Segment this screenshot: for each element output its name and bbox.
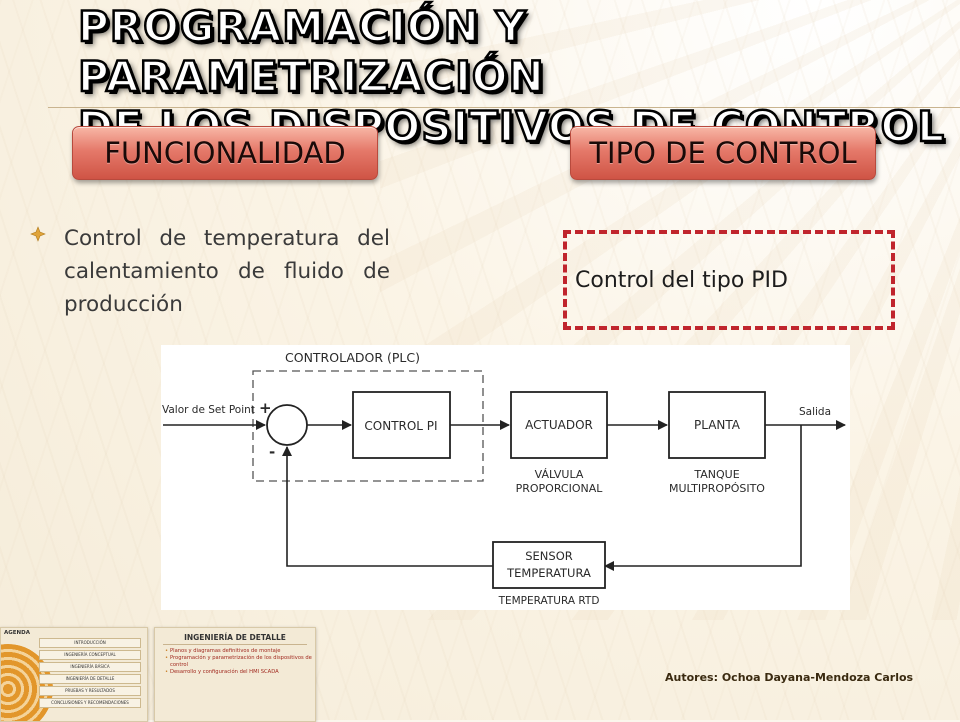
setpoint-label: Valor de Set Point <box>162 404 255 416</box>
sensor-caption: TEMPERATURA RTD <box>498 595 600 607</box>
tipo-control-label: TIPO DE CONTROL <box>589 136 857 170</box>
agenda-item: INTRODUCCIÓN <box>39 638 141 648</box>
agenda-item: CONCLUSIONES Y RECOMENDACIONES <box>39 698 141 708</box>
funcionalidad-bullet: Control de temperatura del calentamiento… <box>28 222 390 321</box>
pid-text: Control del tipo PID <box>575 267 788 293</box>
control-block-diagram: CONTROLADOR (PLC) Valor de Set Point + -… <box>161 345 850 610</box>
plus-sign: + <box>259 399 272 417</box>
detalle-item: Planos y diagramas definitivos de montaj… <box>165 648 315 655</box>
diamond-bullet-icon <box>30 226 46 242</box>
actuator-label: ACTUADOR <box>525 418 593 432</box>
feedback-out-line <box>604 425 802 571</box>
output-label: Salida <box>799 406 831 418</box>
agenda-title: AGENDA <box>4 630 30 636</box>
agenda-item: PRUEBAS Y RESULTADOS <box>39 686 141 696</box>
detalle-thumbnail[interactable]: INGENIERÍA DE DETALLE Planos y diagramas… <box>154 627 316 722</box>
sensor-block <box>492 541 606 589</box>
agenda-thumbnail[interactable]: AGENDA INTRODUCCIÓN INGENIERÍA CONCEPTUA… <box>0 627 148 722</box>
title-line-1: Programación y parametrización <box>77 1 545 103</box>
agenda-item: INGENIERÍA CONCEPTUAL <box>39 650 141 660</box>
pid-box: Control del tipo PID <box>563 230 895 330</box>
tipo-control-badge: TIPO DE CONTROL <box>570 126 876 180</box>
detalle-list: Planos y diagramas definitivos de montaj… <box>165 648 315 676</box>
summing-junction <box>266 404 308 446</box>
plant-caption-2: MULTIPROPÓSITO <box>669 482 765 495</box>
title-divider <box>48 107 960 108</box>
detalle-item: Desarrollo y configuración del HMI SCADA <box>165 669 315 676</box>
minus-sign: - <box>269 443 275 461</box>
agenda-item: INGENIERÍA BÁSICA <box>39 662 141 672</box>
authors-credit: Autores: Ochoa Dayana-Mendoza Carlos <box>665 671 914 684</box>
sensor-label-1: SENSOR <box>525 549 573 563</box>
funcionalidad-label: FUNCIONALIDAD <box>104 136 346 170</box>
plant-block <box>668 391 766 459</box>
agenda-items: INTRODUCCIÓN INGENIERÍA CONCEPTUAL INGEN… <box>39 638 141 710</box>
block-diagram-svg: CONTROLADOR (PLC) Valor de Set Point + -… <box>162 350 846 607</box>
sensor-label-2: TEMPERATURA <box>506 566 591 580</box>
actuator-caption-2: PROPORCIONAL <box>516 482 604 495</box>
plant-caption-1: TANQUE <box>693 468 739 481</box>
bullet-text: Control de temperatura del calentamiento… <box>64 226 390 317</box>
funcionalidad-badge: FUNCIONALIDAD <box>72 126 378 180</box>
detalle-title: INGENIERÍA DE DETALLE <box>163 628 307 645</box>
agenda-item: INGENIERÍA DE DETALLE <box>39 674 141 684</box>
plc-boundary <box>252 370 484 482</box>
plant-label: PLANTA <box>694 418 741 432</box>
feedback-return-line <box>282 446 493 567</box>
detalle-item: Programación y parametrización de los di… <box>165 655 315 669</box>
actuator-block <box>510 391 608 459</box>
control-pi-label: CONTROL PI <box>364 419 437 433</box>
actuator-caption-1: VÁLVULA <box>535 468 584 481</box>
plc-label: CONTROLADOR (PLC) <box>285 350 420 365</box>
